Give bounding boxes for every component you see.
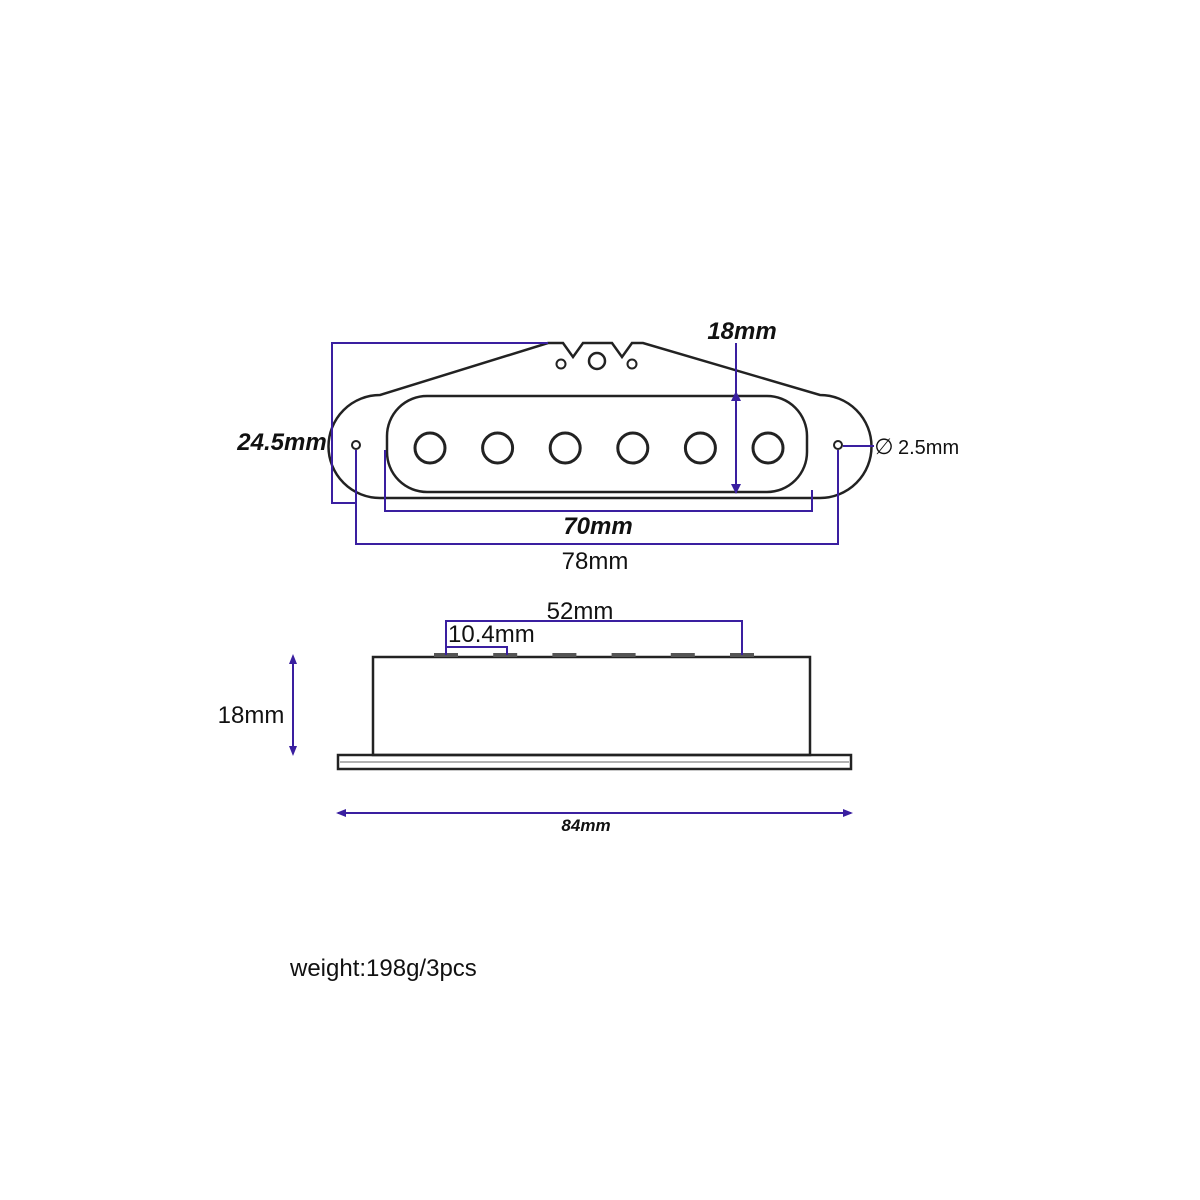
label-side-height: 18mm: [218, 702, 285, 729]
end-hole-left: [351, 440, 361, 450]
pole-top: [552, 653, 577, 657]
arrow-head-side-down: [289, 746, 297, 756]
label-outer-length: 78mm: [562, 548, 629, 575]
pole-piece: [481, 431, 515, 465]
label-base-length: 84mm: [561, 816, 610, 835]
baseplate-outline: [327, 341, 873, 500]
end-hole-right: [833, 440, 843, 450]
dim-line-outer-length: [355, 450, 839, 545]
mount-hole-small-left: [555, 358, 567, 370]
hole-diameter-symbol: ∅: [874, 434, 893, 459]
pole-top: [611, 653, 636, 657]
weight-note: weight:198g/3pcs: [290, 955, 477, 982]
pole-pieces: [413, 431, 785, 465]
label-height-top: 18mm: [707, 318, 776, 345]
arrow-head-up: [731, 391, 741, 401]
label-pole-pitch: 10.4mm: [448, 621, 535, 648]
pole-piece: [548, 431, 582, 465]
mount-hole-small-right: [626, 358, 638, 370]
arrow-head-side-up: [289, 654, 297, 664]
pickup-cover: [385, 394, 809, 494]
top-view: 18mm 24.5mm ∅ 2.5mm 70mm 78mm: [236, 318, 959, 575]
dim-line-pole-pitch: [445, 646, 508, 655]
arrow-head-left: [336, 809, 346, 817]
pickup-body: [371, 655, 812, 757]
pole-piece: [616, 431, 650, 465]
label-width: 24.5mm: [236, 429, 326, 456]
mount-hole-center: [587, 351, 607, 371]
label-pole-span: 52mm: [547, 598, 614, 625]
side-view: 52mm 10.4mm 18mm 84mm: [218, 598, 853, 835]
pole-piece: [683, 431, 717, 465]
dim-line-width: [331, 342, 548, 504]
pole-piece: [751, 431, 785, 465]
pole-top: [493, 653, 518, 657]
pole-piece: [413, 431, 447, 465]
label-inner-length: 70mm: [563, 513, 632, 540]
baseplate-side: [336, 753, 853, 771]
dim-line-pole-span: [445, 620, 743, 655]
arrow-head-down: [731, 484, 741, 494]
dim-line-inner-length: [384, 450, 813, 512]
pole-top: [670, 653, 695, 657]
arrow-head-right: [843, 809, 853, 817]
label-hole-diameter: 2.5mm: [898, 437, 959, 459]
